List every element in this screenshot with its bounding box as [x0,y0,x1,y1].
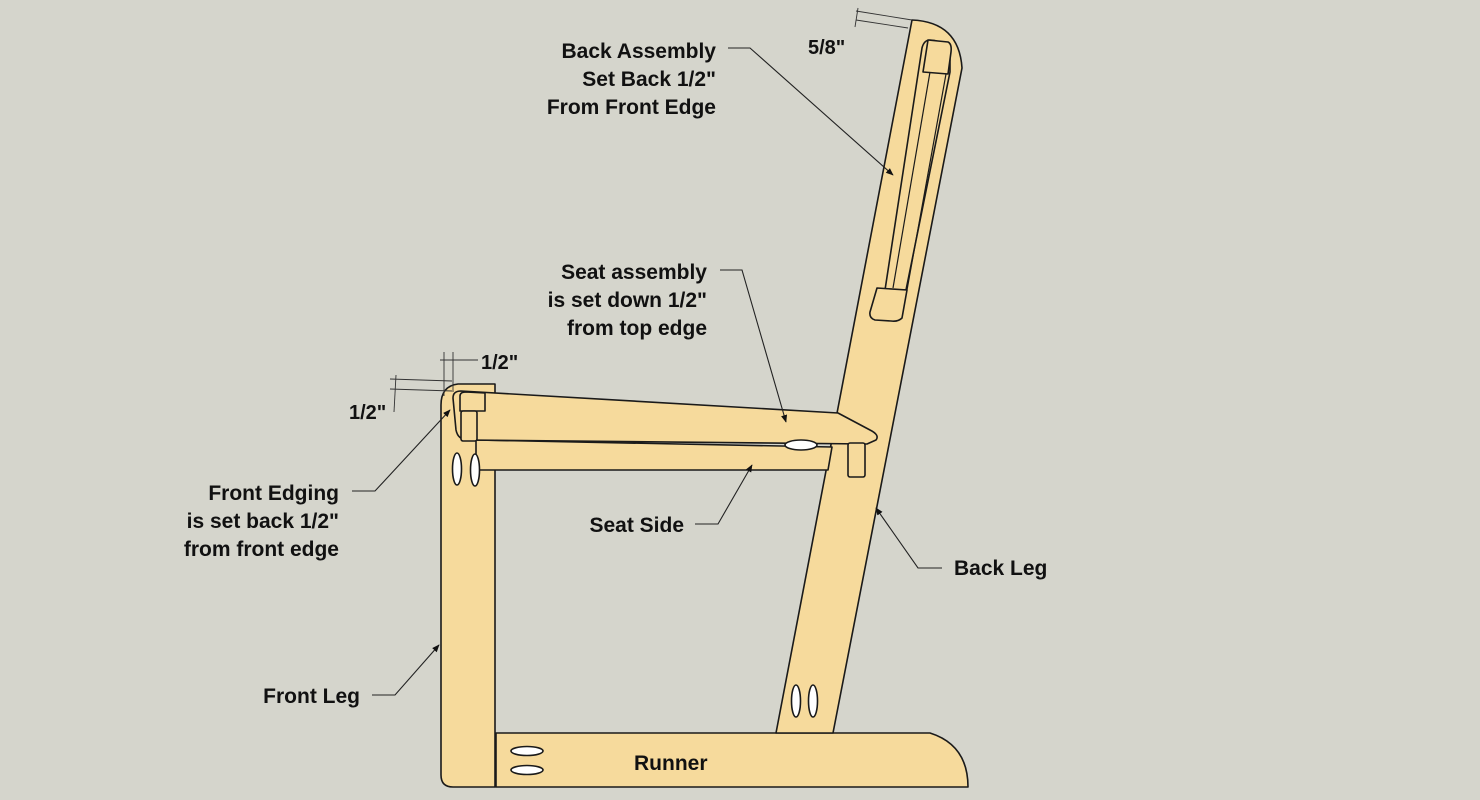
back-leg-label: Back Leg [954,557,1047,580]
screw-hole [469,453,481,487]
front-edging-label-2: is set back 1/2" [187,510,339,533]
screw-hole [451,452,463,486]
screw-hole [510,764,544,776]
dimension-seat-vertical: 1/2" [349,402,386,424]
front-cleat [460,410,478,442]
back-cleat [847,442,866,478]
screw-hole [510,745,544,757]
back-rail-inner-line [892,71,931,289]
runner-label: Runner [634,752,708,775]
screw-hole [790,684,802,718]
wood-parts [440,19,969,788]
dimension-back-top: 5/8" [808,37,845,59]
front-leg-label: Front Leg [263,685,360,708]
leaders [352,47,942,696]
seat-side-label: Seat Side [589,514,684,537]
leader-front-leg [372,644,440,696]
back-assembly-label-3: From Front Edge [547,96,716,119]
back-assembly-label-1: Back Assembly [562,40,717,63]
back-rail-inner-line-2 [906,73,947,291]
screw-holes [451,439,819,776]
back-top-block [922,39,952,75]
leader-back-leg [875,507,942,569]
seat-assembly-label-3: from top edge [567,317,707,340]
front-edging-label-1: Front Edging [208,482,339,505]
back-lower-block [869,287,908,322]
leader-back-assembly [728,47,894,176]
runner [495,732,969,788]
text-labels: Back Assembly Set Back 1/2" From Front E… [184,37,1048,775]
seat-assembly-label-2: is set down 1/2" [548,289,707,312]
seat-slat [452,390,878,445]
seat-assembly-label-1: Seat assembly [561,261,707,284]
dimension-lines [389,7,913,413]
front-leg [440,383,496,788]
screw-hole [784,439,818,451]
leader-seat-assembly [720,269,788,423]
front-edging [459,391,486,412]
leader-seat-side [695,464,753,525]
dimension-seat-horizontal: 1/2" [481,352,518,374]
front-edging-label-3: from front edge [184,538,339,561]
back-assembly-label-2: Set Back 1/2" [582,68,716,91]
screw-hole [807,684,819,718]
leader-front-edging [352,409,451,492]
seat-side [475,439,833,471]
